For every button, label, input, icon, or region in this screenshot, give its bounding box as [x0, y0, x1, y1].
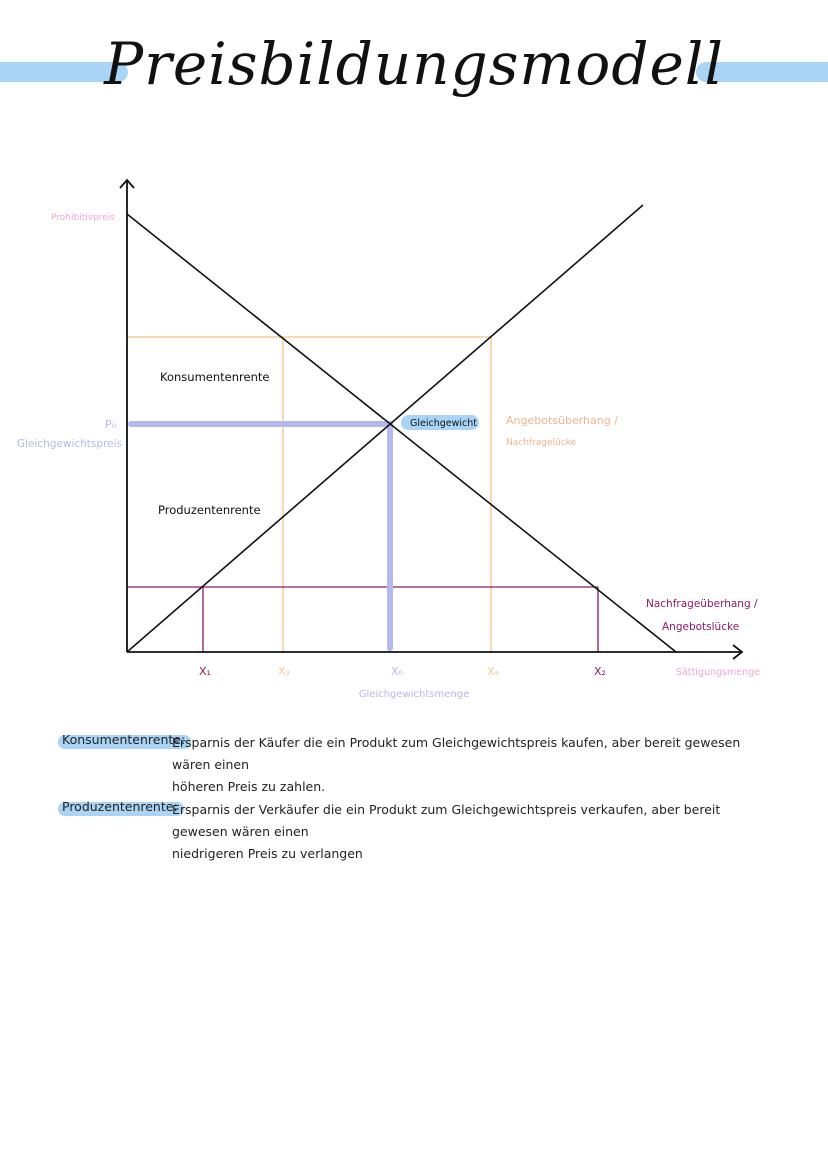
gleichgewichtspreis-label: Gleichgewichtspreis [17, 438, 122, 450]
y-axis-arrow [119, 178, 135, 189]
definition-term: Konsumentenrente: [58, 732, 192, 749]
x1-label: X₁ [199, 665, 211, 678]
definition-text: Ersparnis der Käufer die ein Produkt zum… [172, 732, 772, 798]
prohibitivpreis-label: Prohibitivpreis [51, 213, 115, 223]
saettigungsmenge-label: Sättigungsmenge [676, 667, 760, 678]
x-axis-arrow [732, 644, 744, 660]
konsumentenrente-area-label: Konsumentenrente [160, 370, 269, 384]
angebotsueberhang-label-1: Angebotsüberhang / [506, 414, 618, 427]
x2-label: X₂ [594, 665, 606, 678]
supply-curve [126, 204, 644, 653]
x4-label: X₄ [487, 665, 500, 678]
price-below-guides [127, 586, 599, 652]
produzentenrente-area-label: Produzentenrente [158, 503, 261, 517]
p0-label: P₀ [105, 418, 117, 431]
title-decoration-left [0, 62, 128, 82]
term-text: Konsumentenrente: [62, 732, 186, 747]
definition-term: Produzentenrente: [58, 799, 184, 816]
gleichgewichtsmenge-label: Gleichgewichtsmenge [359, 689, 469, 700]
definition-line: niedrigeren Preis zu verlangen [172, 846, 363, 861]
definition-line: Ersparnis der Verkäufer die ein Produkt … [172, 802, 721, 839]
angebotsueberhang-label-2: Nachfragelücke [506, 438, 577, 448]
page-title: Preisbildungsmodell [104, 30, 724, 98]
definition-text: Ersparnis der Verkäufer die ein Produkt … [172, 799, 772, 865]
definition-line: höheren Preis zu zahlen. [172, 779, 326, 794]
nachfrageueberhang-label-1: Nachfrageüberhang / [646, 598, 758, 610]
term-text: Produzentenrente: [62, 799, 178, 814]
x3-label: X₃ [278, 665, 290, 678]
term-highlight [58, 802, 184, 816]
demand-curve [126, 213, 677, 653]
gleichgewicht-label: Gleichgewicht [410, 418, 477, 429]
axes [119, 178, 744, 660]
term-highlight [58, 735, 192, 749]
definition-line: Ersparnis der Käufer die ein Produkt zum… [172, 735, 741, 772]
price-above-guides [127, 336, 492, 652]
gleichgewicht-highlight [401, 415, 479, 430]
nachfrageueberhang-label-2: Angebotslücke [662, 621, 739, 633]
equilibrium-guides [128, 421, 393, 651]
curves [126, 204, 677, 653]
x0-label: X₀ [391, 665, 404, 678]
price-formation-diagram: Prohibitivpreis P₀ Gleichgewichtspreis K… [17, 178, 760, 700]
title-decoration-right [696, 62, 828, 82]
